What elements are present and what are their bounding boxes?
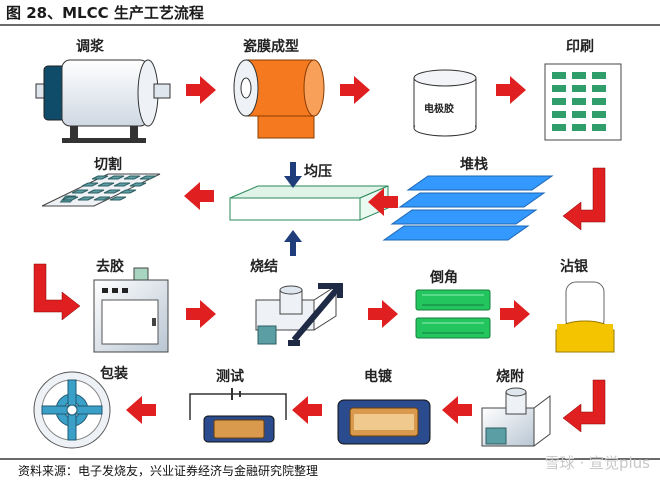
label-qujiao: 去胶 xyxy=(96,258,124,275)
label-dianjijiao: 电极胶 xyxy=(424,102,454,115)
silver-dipping-step: 沾银 xyxy=(555,258,615,353)
arrow-down-right-2 xyxy=(562,379,606,433)
sinter-block xyxy=(257,325,277,345)
row2-arrows xyxy=(184,182,398,216)
arrow-down-right-1 xyxy=(562,167,606,231)
cutting-step: 切割 xyxy=(41,156,161,207)
row3-arrows xyxy=(186,300,530,328)
label-duizhan: 堆栈 xyxy=(460,156,488,173)
mixing-step: 调浆 xyxy=(35,38,171,143)
label-daojiao: 倒角 xyxy=(429,269,458,286)
testing-step: 测试 xyxy=(189,368,287,443)
label-cimochengxing: 瓷膜成型 xyxy=(243,38,299,55)
label-tiaojiang: 调浆 xyxy=(76,38,105,55)
mixer-drum xyxy=(61,59,149,127)
label-zhanyin: 沾银 xyxy=(560,258,589,275)
watermark: 雪球 · 宣觉plus xyxy=(544,454,650,472)
plating-step: 电镀 xyxy=(337,368,431,445)
arrow-r2-2 xyxy=(184,182,214,210)
label-shaofu: 烧附 xyxy=(496,368,524,385)
arrow-r4-2 xyxy=(292,396,322,424)
stacked-sheets xyxy=(382,175,554,241)
label-junya: 均压 xyxy=(304,163,332,180)
arrow-r2-1 xyxy=(368,188,398,216)
debinding-step: 去胶 xyxy=(93,258,169,353)
firing-step: 烧附 xyxy=(481,368,551,447)
row4-arrows xyxy=(126,396,472,424)
stacking-step: 堆栈 xyxy=(382,156,554,241)
arrow-r1-1 xyxy=(186,76,216,104)
label-yinshua: 印刷 xyxy=(566,38,594,55)
source-note: 资料来源：电子发烧友，兴业证券经济与金融研究院整理 xyxy=(18,464,319,478)
arrow-r1-3 xyxy=(496,76,526,104)
film-forming-step: 瓷膜成型 xyxy=(233,38,325,139)
printing-step: 印刷 xyxy=(544,38,622,141)
press-plate-front xyxy=(229,197,361,221)
oven-door xyxy=(101,299,159,345)
title-rule xyxy=(0,24,660,26)
arrow-r4-1 xyxy=(442,396,472,424)
arrow-r4-3 xyxy=(126,396,156,424)
packaging-step: 包装 xyxy=(33,365,129,449)
sinter-arm xyxy=(291,286,341,342)
arrow-down-left xyxy=(33,263,81,321)
chamfer-bar-top xyxy=(415,289,491,311)
label-shaojie: 烧结 xyxy=(250,258,278,275)
press-arrow-up xyxy=(284,230,302,256)
arrow-r3-1 xyxy=(186,300,216,328)
label-qiege: 切割 xyxy=(94,156,122,173)
test-leads xyxy=(189,393,287,420)
press-arrow-down xyxy=(284,162,302,188)
figure-title: 图 28、MLCC 生产工艺流程 xyxy=(6,4,204,22)
electrode-pattern xyxy=(552,72,606,131)
arrow-r3-3 xyxy=(500,300,530,328)
source-rule xyxy=(0,458,660,460)
electrode-paste-step: 电极胶 xyxy=(413,69,477,137)
silver-bath xyxy=(555,329,615,353)
arrow-r3-2 xyxy=(368,300,398,328)
arrow-r1-2 xyxy=(340,76,370,104)
paste-can-lid xyxy=(413,69,477,87)
label-ceshi: 测试 xyxy=(216,368,244,385)
chamfering-step: 倒角 xyxy=(415,269,491,339)
label-diandu: 电镀 xyxy=(364,368,393,385)
row1-arrows xyxy=(186,76,526,104)
lamination-step: 均压 xyxy=(229,162,389,256)
sintering-step: 烧结 xyxy=(250,258,343,346)
label-baozhuang: 包装 xyxy=(100,365,129,382)
chamfer-bar-bottom xyxy=(415,317,491,339)
